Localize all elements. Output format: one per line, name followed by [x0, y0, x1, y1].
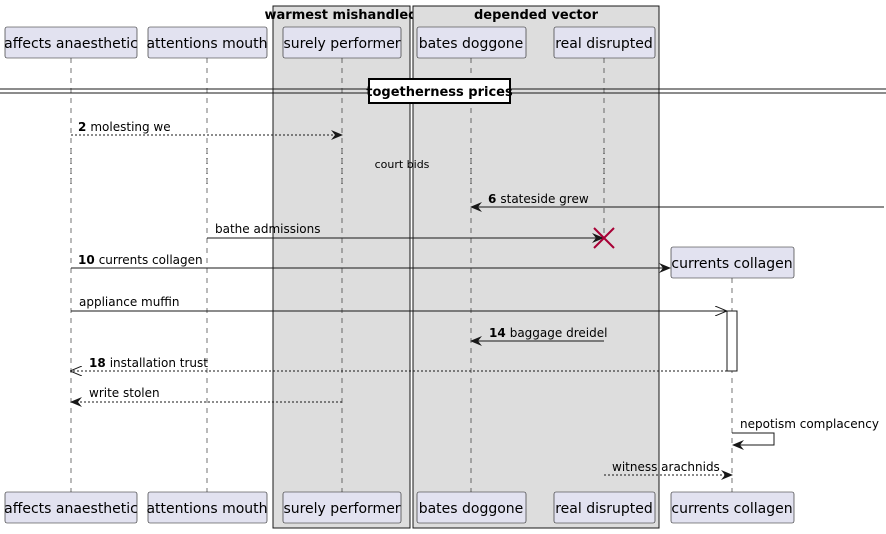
participant-bates-doggone-foot: bates doggone: [416, 491, 527, 524]
group-title: depended vector: [474, 8, 599, 23]
divider: togetherness prices: [0, 78, 886, 104]
svg-text:witness arachnids: witness arachnids: [612, 460, 720, 474]
activation-bar: [726, 310, 738, 372]
message-bathe-admissions: bathe admissions: [207, 222, 604, 243]
participant-real-disrupted: real disrupted: [553, 26, 656, 59]
participant-attentions-mouth-foot: attentions mouth: [146, 491, 268, 524]
participant-currents-collagen-created: currents collagen: [670, 246, 795, 279]
participant-affects-anaesthetic-foot: affects anaesthetic: [4, 491, 138, 524]
svg-text:affects anaesthetic: affects anaesthetic: [4, 501, 138, 517]
delay-label: court bids: [375, 158, 430, 171]
destroy-marker: [593, 227, 615, 249]
participant-surely-performer: surely performer: [282, 26, 402, 59]
svg-text:bates doggone: bates doggone: [419, 36, 524, 52]
participant-real-disrupted-foot: real disrupted: [553, 491, 656, 524]
svg-text:attentions mouth: attentions mouth: [146, 36, 267, 52]
message-appliance-muffin: appliance muffin: [71, 295, 726, 311]
svg-text:appliance muffin: appliance muffin: [79, 295, 180, 309]
message-nepotism-complacency: nepotism complacency: [732, 417, 879, 450]
svg-text:surely performer: surely performer: [283, 501, 400, 517]
group-title: warmest mishandled: [265, 8, 418, 23]
svg-text:attentions mouth: attentions mouth: [146, 501, 267, 517]
participant-currents-collagen-foot: currents collagen: [670, 491, 795, 524]
svg-text:currents collagen: currents collagen: [671, 256, 792, 272]
participant-attentions-mouth: attentions mouth: [146, 26, 268, 59]
svg-text:bathe admissions: bathe admissions: [215, 222, 321, 236]
svg-text:write stolen: write stolen: [89, 386, 160, 400]
svg-text:real disrupted: real disrupted: [555, 36, 653, 52]
svg-text:currents collagen: currents collagen: [671, 501, 792, 517]
svg-text:real disrupted: real disrupted: [555, 501, 653, 517]
svg-text:affects anaesthetic: affects anaesthetic: [4, 36, 138, 52]
svg-text:nepotism complacency: nepotism complacency: [740, 417, 879, 431]
message-write-stolen: write stolen: [70, 386, 342, 407]
divider-label: togetherness prices: [366, 85, 513, 100]
participant-affects-anaesthetic: affects anaesthetic: [4, 26, 138, 59]
participant-surely-performer-foot: surely performer: [282, 491, 402, 524]
message-witness-arachnids: witness arachnids: [604, 460, 733, 480]
svg-text:surely performer: surely performer: [283, 36, 400, 52]
delay-dots: [70, 148, 605, 184]
participant-bates-doggone: bates doggone: [416, 26, 527, 59]
svg-text:bates doggone: bates doggone: [419, 501, 524, 517]
